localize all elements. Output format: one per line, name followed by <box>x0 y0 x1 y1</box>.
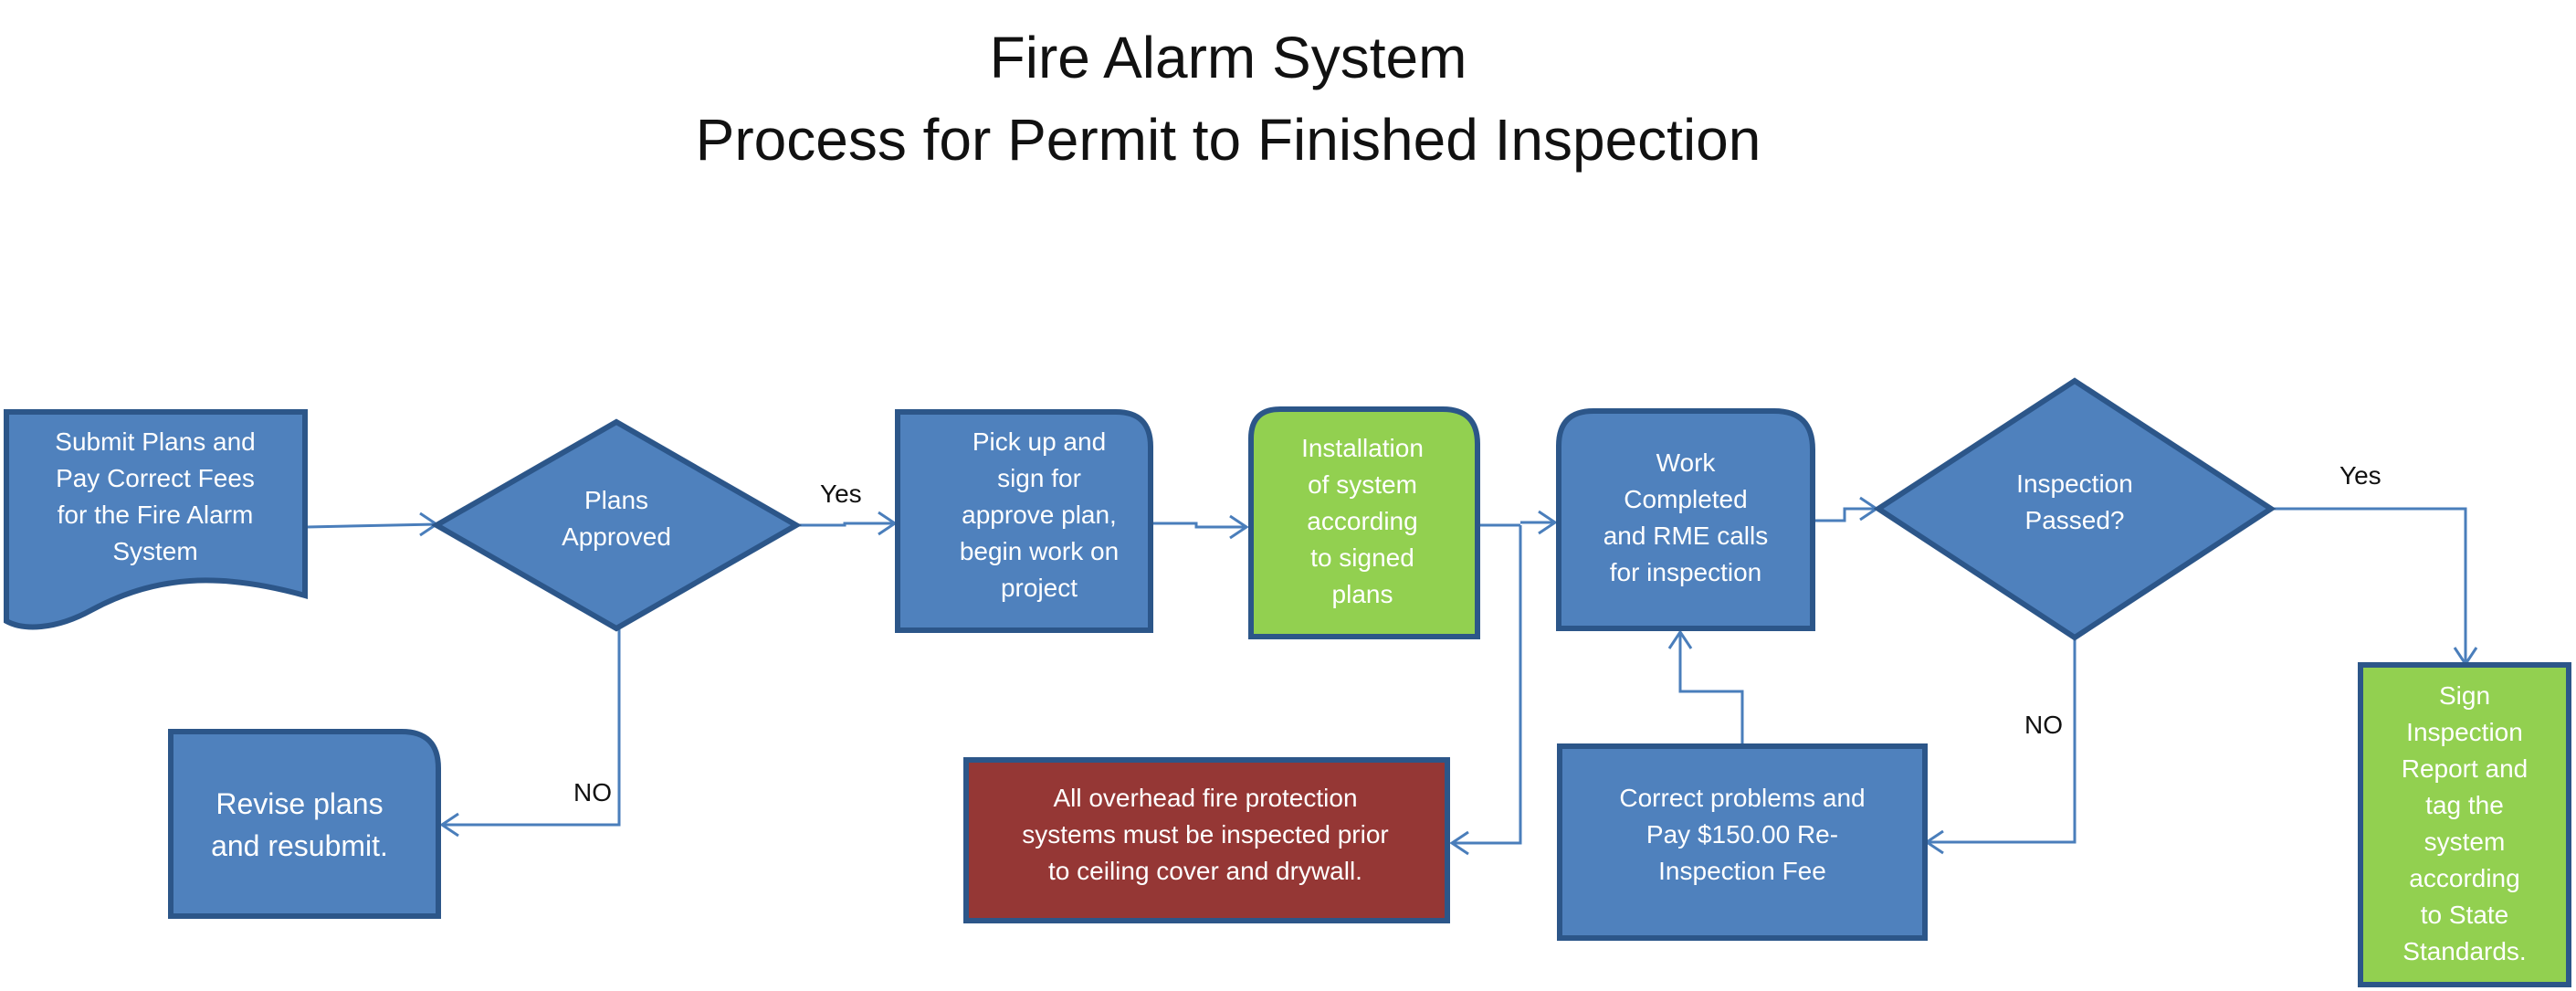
node-label-line: of system <box>1308 470 1417 499</box>
node-label-line: Pay $150.00 Re- <box>1646 820 1838 849</box>
node-label-line: Completed <box>1624 485 1747 513</box>
node-label-line: Work <box>1656 448 1717 477</box>
title-line-1: Fire Alarm System <box>990 25 1467 90</box>
process-shape <box>168 729 441 919</box>
node-label-line: System <box>112 537 197 565</box>
edge-approved-to-pickup <box>796 522 895 527</box>
node-label-line: Inspection <box>2406 718 2523 746</box>
node-revise-label: Revise plans and resubmit. <box>211 787 388 862</box>
node-label-line: to signed <box>1310 543 1414 572</box>
node-label-line: begin work on <box>960 537 1119 565</box>
decision-shape <box>1873 377 2276 641</box>
node-label-line: Installation <box>1301 434 1424 462</box>
action-shape <box>2358 662 2571 987</box>
node-label-line: according <box>1307 507 1417 535</box>
node-pick-up: Pick up and sign for approve plan, begin wo… <box>895 409 1153 633</box>
node-label-line: project <box>1001 574 1078 602</box>
node-label-line: All overhead fire protection <box>1053 784 1357 812</box>
edge-passed-to-sign <box>2271 507 2467 664</box>
edge-submit-to-approved <box>306 522 437 529</box>
node-label-line: sign for <box>997 464 1081 492</box>
title-line-2: Process for Permit to Finished Inspectio… <box>696 107 1761 173</box>
node-label-line: Approved <box>562 522 671 551</box>
node-label-line: Revise plans <box>216 787 383 820</box>
action-shape <box>1248 406 1480 639</box>
node-label-line: for inspection <box>1610 558 1762 586</box>
document-shape <box>4 409 308 630</box>
node-label-line: plans <box>1332 580 1393 608</box>
node-label-line: Plans <box>584 486 648 514</box>
edge-label-approved-no: NO <box>573 778 612 807</box>
edge-label-passed-no: NO <box>2024 711 2063 739</box>
edge-pickup-to-install <box>1151 522 1246 529</box>
node-label-line: systems must be inspected prior <box>1022 820 1389 849</box>
arrow-head <box>1229 514 1249 540</box>
edge-passed-to-correct <box>1927 639 2077 844</box>
node-label-line: Correct problems and <box>1619 784 1865 812</box>
warning-shape <box>963 757 1450 923</box>
edge-correct-to-work <box>1678 632 1744 744</box>
node-label-line: system <box>2424 828 2506 856</box>
process-shape <box>1557 743 1928 941</box>
node-label-line: Inspection <box>2016 469 2133 498</box>
decision-shape <box>430 418 803 632</box>
node-label-line: for the Fire Alarm <box>58 501 254 529</box>
node-label-line: Pick up and <box>973 427 1106 456</box>
node-overhead-warning: All overhead fire protection systems must… <box>963 757 1450 923</box>
node-pickup-label: Pick up and sign for approve plan, begin wo… <box>960 427 1119 602</box>
node-label-line: Report and <box>2402 754 2529 783</box>
node-label-line: and RME calls <box>1603 522 1769 550</box>
node-label-line: to State <box>2421 901 2509 929</box>
node-label-line: Submit Plans and <box>55 427 255 456</box>
edge-label-passed-yes: Yes <box>2339 461 2381 490</box>
node-revise-plans: Revise plans and resubmit. <box>168 729 441 919</box>
node-label-line: Inspection Fee <box>1658 857 1826 885</box>
node-label-line: according <box>2409 864 2519 892</box>
node-label-line: and resubmit. <box>211 829 388 862</box>
edge-install-to-overhead <box>1452 525 1522 845</box>
node-label-line: Pay Correct Fees <box>56 464 255 492</box>
node-label-line: Sign <box>2439 681 2490 710</box>
connectors <box>306 496 2478 856</box>
arrow-head <box>1449 830 1469 856</box>
process-shape <box>1556 408 1815 631</box>
arrow-head <box>1667 629 1693 649</box>
node-label-line: approve plan, <box>962 501 1117 529</box>
process-shape <box>895 409 1153 633</box>
node-label-line: to ceiling cover and drywall. <box>1048 857 1362 885</box>
arrow-head <box>439 812 459 838</box>
edge-approved-to-revise <box>442 628 621 827</box>
node-installation-label: Installation of system according to signed p… <box>1301 434 1424 608</box>
node-label-line: tag the <box>2425 791 2504 819</box>
node-label-line: Standards. <box>2403 937 2526 965</box>
node-overhead-label: All overhead fire protection systems must… <box>1022 784 1389 885</box>
arrow-head <box>1538 510 1558 535</box>
node-label-line: Passed? <box>2025 506 2125 534</box>
edge-label-approved-yes: Yes <box>820 480 862 508</box>
edge-work-to-passed <box>1813 507 1877 522</box>
node-installation: Installation of system according to signed p… <box>1248 406 1480 639</box>
